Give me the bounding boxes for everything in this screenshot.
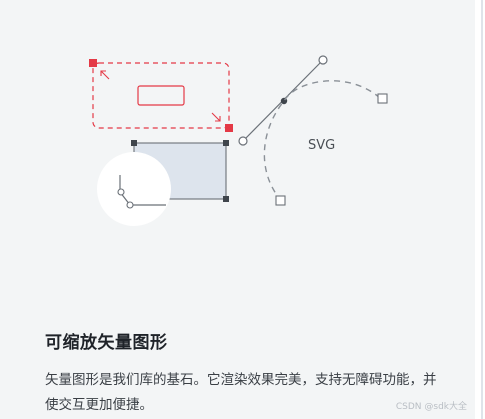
- resize-handle-top-left[interactable]: [89, 59, 97, 67]
- feature-title: 可缩放矢量图形: [45, 333, 168, 353]
- rect-handle-top-left[interactable]: [131, 140, 137, 146]
- resize-arrow-bottom-right-icon: [211, 112, 221, 122]
- tangent-handle-lower[interactable]: [238, 136, 248, 146]
- watermark: CSDN @sdk大全: [395, 402, 467, 412]
- inner-rounded-rect: [137, 85, 185, 106]
- elbow-path: [119, 175, 166, 206]
- dashed-selection-box: [92, 62, 230, 129]
- curve-endpoint-bottom[interactable]: [275, 195, 286, 206]
- path-node-lower[interactable]: [126, 201, 134, 209]
- feature-card: SVG 可缩放矢量图形 矢量图形是我们库的基石。它渲染效果完美，支持无障碍功能，…: [0, 0, 475, 419]
- right-divider: [481, 0, 483, 419]
- feature-description: 矢量图形是我们库的基石。它渲染效果完美，支持无障碍功能，并使交互更加便捷。: [45, 372, 437, 413]
- svg-label: SVG: [308, 138, 335, 153]
- resize-arrow-top-left-icon: [100, 70, 110, 80]
- tangent-handle-upper[interactable]: [318, 55, 328, 65]
- rect-handle-bottom-right[interactable]: [223, 196, 229, 202]
- vector-graphics-illustration: SVG: [89, 55, 388, 226]
- resize-handle-bottom-right[interactable]: [225, 124, 233, 132]
- curve-endpoint-right[interactable]: [377, 93, 388, 104]
- dashed-bezier-curve: [263, 80, 381, 199]
- rect-handle-top-right[interactable]: [223, 140, 229, 146]
- white-circle: [97, 152, 171, 226]
- path-node-upper[interactable]: [117, 188, 125, 196]
